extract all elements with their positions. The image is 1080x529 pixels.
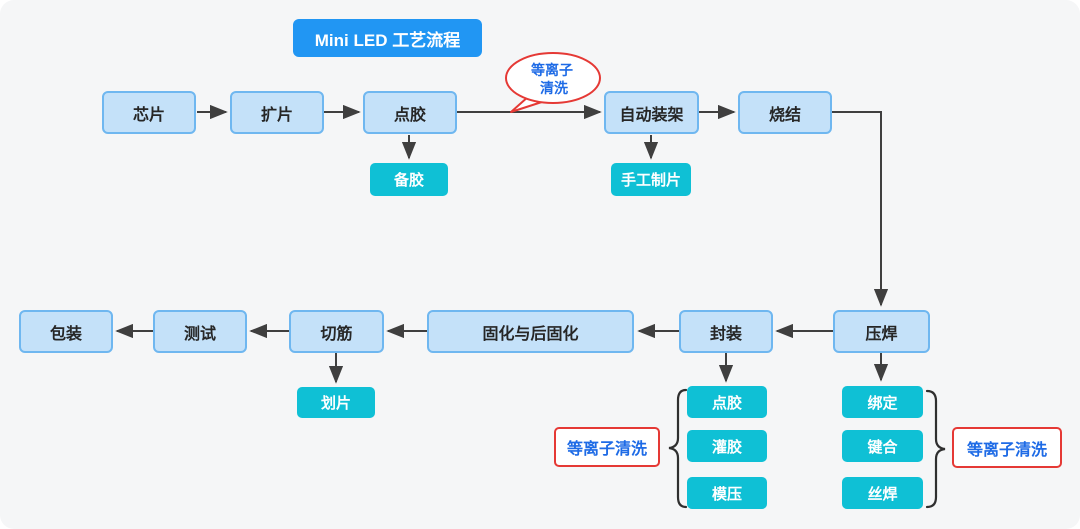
left-brace	[668, 388, 688, 509]
plasma-label-left: 等离子清洗	[554, 427, 660, 467]
arrow-sintering-to-pressweld	[832, 111, 889, 307]
diagram-title: Mini LED 工艺流程	[293, 19, 482, 57]
plasma-balloon: 等离子 清洗	[505, 52, 601, 113]
node-weld-wire-weld: 丝焊	[842, 477, 923, 509]
node-auto-mount: 自动装架	[604, 91, 699, 134]
balloon-bubble	[505, 52, 601, 104]
node-dispensing: 点胶	[363, 91, 457, 134]
node-trim: 切筋	[289, 310, 384, 353]
balloon-tail	[510, 95, 549, 113]
node-chip: 芯片	[102, 91, 196, 134]
right-brace	[925, 389, 946, 509]
node-manual-slide: 手工制片	[611, 163, 691, 196]
node-encap-fill-glue: 灌胶	[687, 430, 767, 462]
node-encap-molding: 模压	[687, 477, 767, 509]
balloon-label: 等离子 清洗	[531, 62, 577, 96]
plasma-label-right: 等离子清洗	[952, 427, 1062, 468]
node-prepare-glue: 备胶	[370, 163, 448, 196]
node-weld-bonding: 键合	[842, 430, 923, 462]
node-sintering: 烧结	[738, 91, 832, 134]
node-scribing: 划片	[297, 387, 375, 418]
node-expand-film: 扩片	[230, 91, 324, 134]
node-weld-binding: 绑定	[842, 386, 923, 418]
node-testing: 测试	[153, 310, 247, 353]
node-press-weld: 压焊	[833, 310, 930, 353]
node-encap-dispense: 点胶	[687, 386, 767, 418]
node-packaging: 包装	[19, 310, 113, 353]
node-curing: 固化与后固化	[427, 310, 634, 353]
node-encapsulation: 封装	[679, 310, 773, 353]
